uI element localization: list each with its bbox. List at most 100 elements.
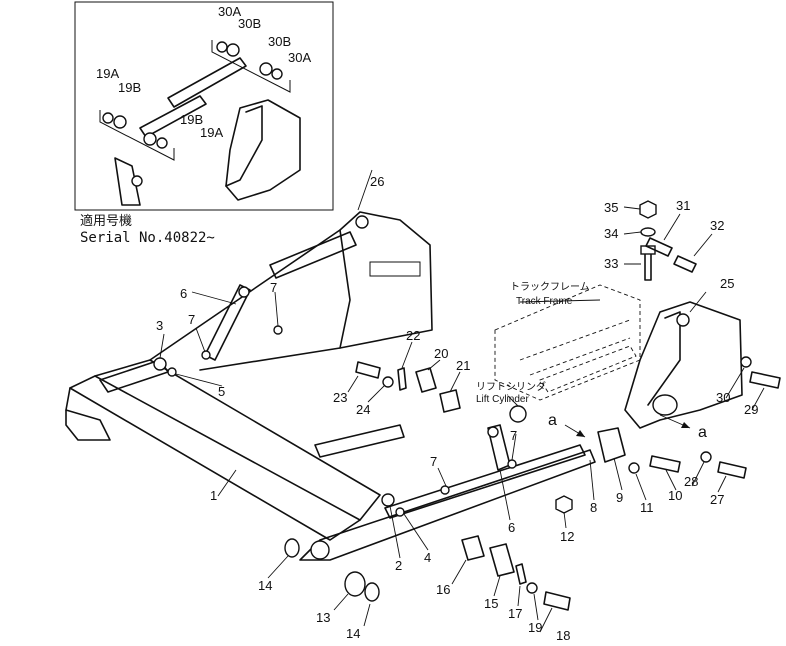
frame-front-edge: [65, 387, 71, 411]
lift-cylinder-outline: [539, 345, 637, 393]
washer-24: [382, 376, 394, 388]
inset-pin-end: [131, 175, 143, 187]
inset-label-30a-right: 30A: [288, 50, 311, 65]
part-28: 28: [684, 474, 698, 489]
part-numbers: 26 6 7 7 3 5 1 2 4 7 7 6 8 9 11 10 12 28…: [156, 174, 758, 643]
part-6-lower: 6: [508, 520, 515, 535]
inset-label-19a-right: 19A: [200, 125, 223, 140]
part-30: 30: [716, 390, 730, 405]
pin-3: [153, 357, 167, 371]
part-7-b: 7: [270, 280, 277, 295]
part-4: 4: [424, 550, 431, 565]
inset-bushing-30b-left: [226, 43, 240, 57]
leader-14-lower: [363, 603, 371, 627]
leader-23: [347, 375, 359, 393]
grease-7-c: [440, 485, 450, 495]
part-32: 32: [710, 218, 724, 233]
inset-label-19a-left: 19A: [96, 66, 119, 81]
leader-32: [693, 233, 713, 257]
inset-frame: [74, 1, 334, 211]
leader-25: [689, 291, 707, 313]
part-3: 3: [156, 318, 163, 333]
pin-20: [415, 367, 437, 393]
leader-13: [333, 593, 349, 611]
leader-18: [539, 607, 553, 633]
part-15: 15: [484, 596, 498, 611]
leader-11: [635, 473, 647, 501]
bolt-29: [749, 371, 781, 389]
leader-4: [403, 513, 429, 551]
leader-7-a: [195, 327, 206, 353]
part-33: 33: [604, 256, 618, 271]
grease-7-d: [507, 459, 517, 469]
lift-cylinder-en: Lift Cylinder: [476, 394, 529, 405]
inset-group-19: [99, 110, 175, 161]
washer-14-lower: [364, 582, 380, 602]
lift-cylinder-jp: リフトシリンダ: [476, 380, 546, 393]
fitting-21: [439, 389, 461, 413]
leader-19: [533, 593, 539, 621]
leader-8: [589, 459, 595, 501]
part-1: 1: [210, 488, 217, 503]
leader-30: [725, 367, 745, 399]
nut-35: [639, 200, 657, 219]
leader-27: [717, 475, 727, 493]
frame-upper-arm: [149, 211, 433, 371]
section-arrowhead-left: [576, 430, 585, 437]
leader-17: [517, 585, 521, 607]
leader-2: [389, 505, 401, 559]
part-29: 29: [744, 402, 758, 417]
bolt-27: [717, 461, 747, 479]
cylinder-upper: [269, 231, 357, 279]
inset-washer-30a-right: [271, 68, 283, 80]
part-7-c: 7: [430, 454, 437, 469]
pin-22: [397, 367, 407, 391]
part-20: 20: [434, 346, 448, 361]
grease-7-a: [201, 350, 211, 360]
part-24: 24: [356, 402, 370, 417]
part-25: 25: [720, 276, 734, 291]
bracket-25-boss: [652, 394, 678, 416]
inset-washer-19a-right: [156, 137, 168, 149]
inset-group-30: [211, 40, 291, 93]
part-5: 5: [218, 384, 225, 399]
leader-35: [623, 206, 641, 210]
part-2: 2: [395, 558, 402, 573]
washer-14-upper: [284, 538, 300, 558]
part-6-upper: 6: [180, 286, 187, 301]
bushing-13: [344, 571, 366, 597]
fitting-32: [673, 255, 697, 273]
leader-31: [663, 213, 681, 241]
leader-22: [401, 341, 413, 369]
link-6-upper: [204, 284, 251, 361]
inset-label-19b-right: 19B: [180, 112, 203, 127]
inset-label-30b-top: 30B: [238, 16, 261, 31]
pivot-26: [355, 215, 369, 229]
inset-washer-19a-left: [102, 112, 114, 124]
inset-arm: [225, 105, 263, 187]
part-8: 8: [590, 500, 597, 515]
inset-label-30a-top: 30A: [218, 4, 241, 19]
track-frame-en: Track Frame: [516, 296, 573, 307]
inset-label-19b-left: 19B: [118, 80, 141, 95]
inset-washer-30a-left: [216, 41, 228, 53]
part-17: 17: [508, 606, 522, 621]
serial-number-label: Serial No.40822~: [80, 230, 215, 246]
part-27: 27: [710, 492, 724, 507]
leader-1: [217, 469, 237, 497]
leader-12: [563, 511, 567, 529]
link-6-lower: [384, 444, 586, 519]
part-22: 22: [406, 328, 420, 343]
lift-cylinder-end: [509, 405, 527, 423]
track-frame-line1: [519, 319, 631, 361]
track-frame-line2: [529, 337, 631, 376]
frame-beam-top: [94, 359, 381, 521]
bolt-18: [543, 591, 571, 611]
track-frame-outline: [494, 284, 641, 401]
part-13: 13: [316, 610, 330, 625]
part-18: 18: [556, 628, 570, 643]
frame-slot: [369, 261, 421, 277]
part-21: 21: [456, 358, 470, 373]
part-14-upper: 14: [258, 578, 272, 593]
grease-7-b: [273, 325, 283, 335]
